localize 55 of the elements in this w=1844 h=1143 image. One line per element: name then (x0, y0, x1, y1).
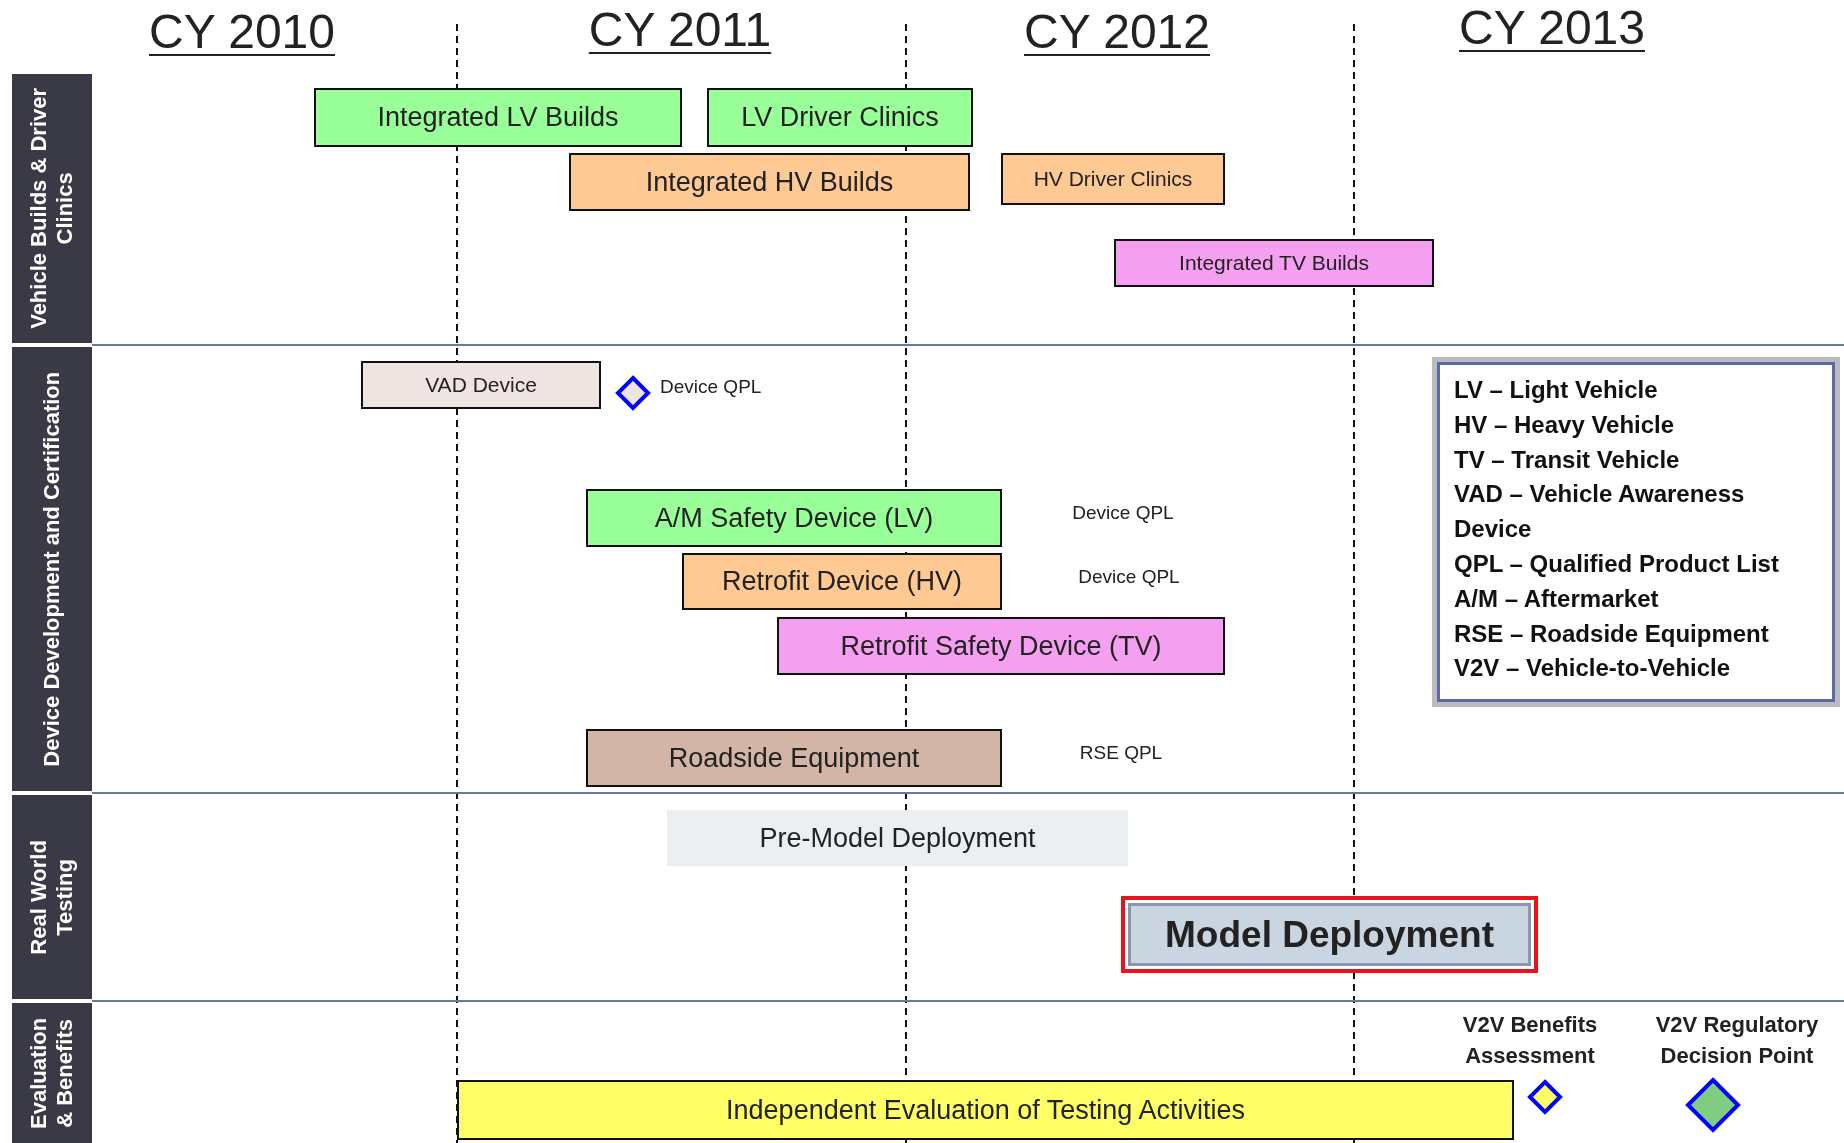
milestone-diamond (615, 375, 651, 411)
activity-bar (1114, 239, 1434, 287)
abbreviation-text: RSE – Roadside Equipment (1454, 618, 1770, 649)
activity-bar (667, 810, 1128, 866)
lane-header (12, 74, 92, 343)
bar-label: Independent Evaluation of Testing Activities (726, 1094, 1245, 1126)
bar-label: Roadside Equipment (668, 742, 920, 774)
lane-header (12, 347, 92, 791)
activity-bar (457, 1080, 1514, 1140)
bar-label: HV Driver Clinics (1033, 167, 1193, 191)
milestone-note: Device QPL (1078, 566, 1180, 588)
activity-bar (586, 729, 1002, 787)
milestone-diamond (1527, 1079, 1563, 1115)
bar-label: VAD Device (425, 373, 537, 397)
activity-bar (314, 88, 682, 147)
year-heading: CY 2013 (1459, 0, 1645, 55)
lane-title: Real World Testing (25, 838, 78, 957)
abbreviation-text: TV – Transit Vehicle (1454, 444, 1681, 475)
milestone-label: V2V Benefits Assessment (1461, 1011, 1599, 1070)
activity-bar (777, 617, 1225, 675)
abbreviation-text: LV – Light Vehicle (1454, 375, 1659, 405)
activity-bar (1001, 153, 1225, 205)
milestone-diamond (1685, 1077, 1741, 1133)
abbreviation-text: V2V – Vehicle-to-Vehicle (1454, 653, 1732, 684)
activity-bar (586, 489, 1002, 547)
bar-label: Integrated LV Builds (377, 102, 619, 133)
milestone-note: Device QPL (1072, 502, 1174, 524)
activity-bar (682, 553, 1002, 610)
bar-label: Retrofit Device (HV) (721, 566, 962, 597)
bar-label: Pre-Model Deployment (759, 822, 1036, 854)
bar-label: LV Driver Clinics (741, 102, 939, 133)
bar-label: Integrated TV Builds (1179, 251, 1369, 275)
bar-label: Retrofit Safety Device (TV) (840, 630, 1162, 662)
milestone-note: RSE QPL (1079, 742, 1163, 764)
bar-label: Model Deployment (1165, 913, 1494, 956)
abbreviation-text: QPL – Qualified Product List (1454, 549, 1780, 579)
year-heading: CY 2012 (1024, 4, 1210, 59)
lane-title: Vehicle Builds & Driver Clinics (25, 87, 78, 331)
lane-header (12, 795, 92, 999)
bar-label: A/M Safety Device (LV) (654, 502, 934, 534)
abbreviation-text: VAD – Vehicle Awareness Device (1454, 479, 1746, 545)
abbreviation-text: A/M – Aftermarket (1454, 583, 1660, 614)
bar-label: Integrated HV Builds (645, 166, 894, 198)
lane-header (12, 1003, 92, 1143)
year-heading: CY 2011 (588, 2, 772, 57)
activity-bar (361, 361, 601, 409)
activity-bar (569, 153, 970, 211)
abbreviation-text: HV – Heavy Vehicle (1454, 409, 1676, 440)
milestone-label: Device QPL (660, 375, 762, 399)
highlighted-bar (1121, 896, 1538, 973)
activity-bar (707, 88, 973, 147)
lane-title: Evaluation & Benefits (25, 1016, 78, 1131)
lane-title: Device Development and Certification (38, 370, 65, 769)
milestone-label: V2V Regulatory Decision Point (1654, 1011, 1820, 1070)
year-heading: CY 2010 (149, 4, 335, 59)
